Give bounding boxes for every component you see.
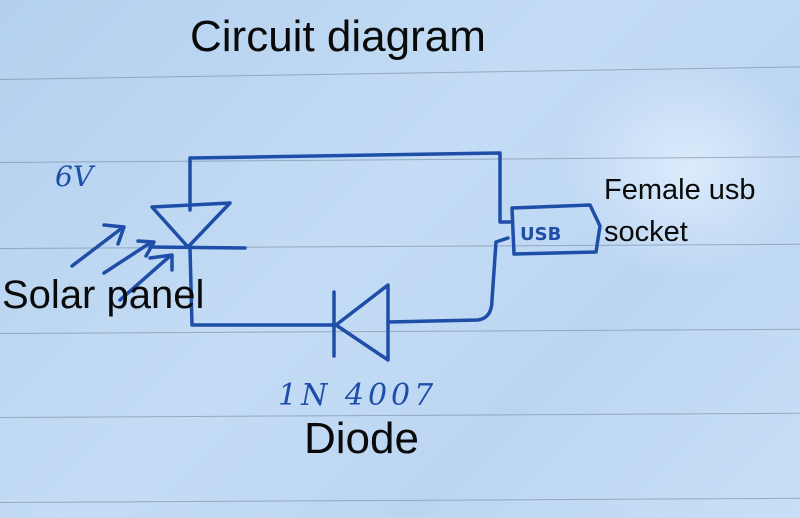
light-arrow-2 (102, 239, 156, 275)
usb-socket-box (510, 203, 602, 256)
usb-box-label: USB (520, 224, 561, 245)
diode-triangle (334, 283, 390, 362)
usb-socket-label-line1: Female usb (604, 174, 756, 206)
diode-label: Diode (304, 414, 419, 463)
light-arrow-3 (118, 253, 174, 302)
bottom-left-wire (188, 246, 336, 327)
voltage-label: 6V (55, 160, 94, 193)
diode-part-number: 1N 4007 (278, 378, 438, 413)
solar-panel-label: Solar panel (2, 273, 205, 317)
solar-cell-bar (148, 245, 247, 250)
usb-socket-label-line2: socket (604, 216, 688, 248)
light-glare (560, 60, 800, 280)
bottom-right-wire (386, 236, 510, 324)
top-wire (188, 151, 512, 224)
page-title: Circuit diagram (190, 12, 486, 61)
solar-cell-triangle (150, 201, 232, 249)
light-arrow-1 (70, 223, 126, 268)
